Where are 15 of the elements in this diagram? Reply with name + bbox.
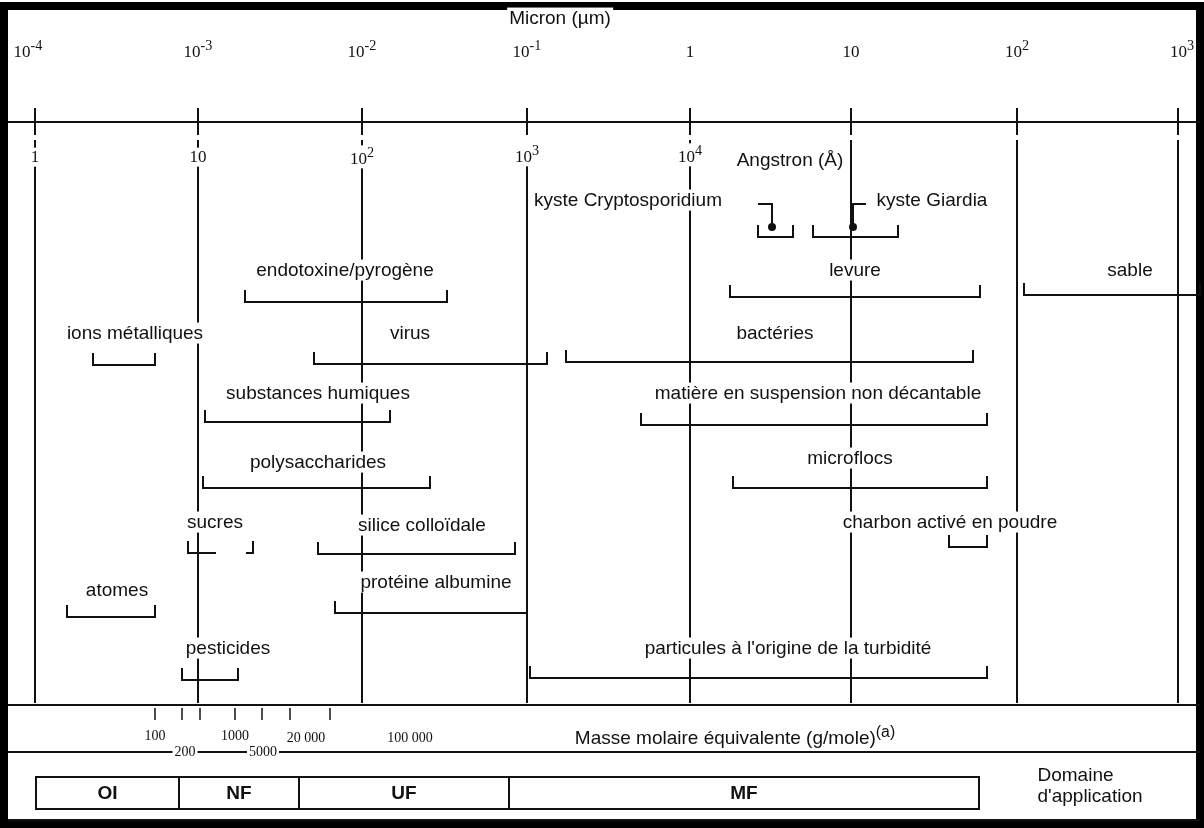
- axis-title: Micron (µm): [507, 7, 613, 29]
- range-label: sucres: [185, 511, 245, 533]
- application-domain-box: MF: [508, 776, 980, 810]
- range-label: levure: [827, 259, 883, 281]
- application-domain-box: UF: [298, 776, 510, 810]
- range-label: kyste Cryptosporidium: [532, 189, 724, 211]
- axis-title: Angstron (Å): [734, 149, 846, 171]
- range-label: protéine albumine: [358, 571, 514, 593]
- application-domain-box: NF: [178, 776, 300, 810]
- range-label: charbon activé en poudre: [840, 511, 1060, 533]
- range-label: endotoxine/pyrogène: [254, 259, 436, 281]
- range-label: substances humiques: [224, 382, 412, 404]
- range-label: microflocs: [805, 447, 895, 469]
- range-label: silice colloïdale: [356, 514, 488, 536]
- application-domain-box: OI: [35, 776, 180, 810]
